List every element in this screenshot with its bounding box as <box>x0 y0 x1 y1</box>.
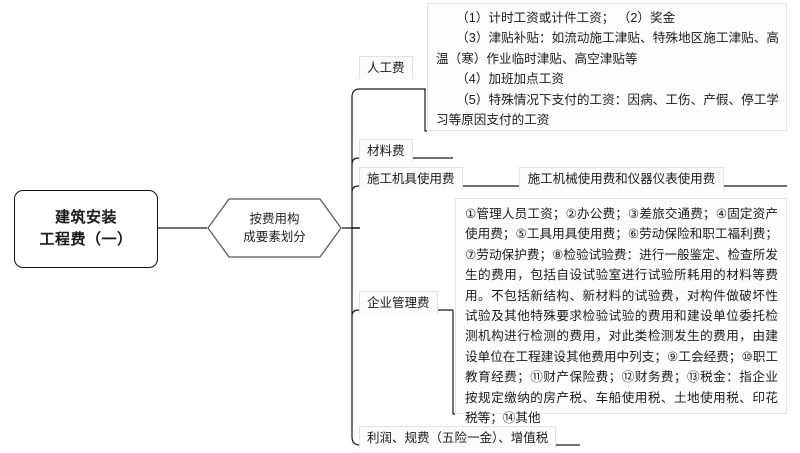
root-node-line1: 建筑安装 <box>54 208 117 226</box>
branch-label-management[interactable]: 企业管理费 <box>359 291 438 314</box>
content-box-labor: （1）计时工资或计件工资； （2）奖金 （3）津贴补贴：如流动施工津贴、特殊地区… <box>427 3 787 131</box>
labor-line-3: （4）加班加点工资 <box>456 72 564 87</box>
classifier-line1: 按费用构 <box>249 211 300 226</box>
branch-label-profit[interactable]: 利润、规费（五险一金）、增值税 <box>359 426 557 449</box>
management-content-text: ①管理人员工资；②办公费；③差旅交通费；④固定资产使用费；⑤工具用具使用费；⑥劳… <box>465 207 778 425</box>
labor-line-4: （5）特殊情况下支付的工资：因病、工伤、产假、停工学习等原因支付的工资 <box>436 92 779 127</box>
labor-line-2: （3）津贴补贴：如流动施工津贴、特殊地区施工津贴、高温（寒）作业临时津贴、高空津… <box>436 31 779 66</box>
root-node-line2: 工程费（一） <box>39 231 133 248</box>
branch-line-labor <box>360 88 426 90</box>
branch-label-machine[interactable]: 施工机具使用费 <box>359 167 463 190</box>
classifier-label: 按费用构 成要素划分 <box>207 198 342 258</box>
machine-content-text: 施工机械使用费和仪器仪表使用费 <box>518 167 725 191</box>
branch-label-labor[interactable]: 人工费 <box>359 56 413 79</box>
root-node[interactable]: 建筑安装 工程费（一） <box>14 190 158 268</box>
content-box-machine: 施工机械使用费和仪器仪表使用费 <box>455 167 787 192</box>
branch-label-material[interactable]: 材料费 <box>359 139 413 162</box>
classifier-node[interactable]: 按费用构 成要素划分 <box>207 198 342 258</box>
spine-lower <box>351 227 361 446</box>
classifier-line2: 成要素划分 <box>243 230 306 244</box>
content-box-management: ①管理人员工资；②办公费；③差旅交通费；④固定资产使用费；⑤工具用具使用费；⑥劳… <box>455 198 787 425</box>
hexagon-shape <box>207 198 342 258</box>
labor-line-1: （1）计时工资或计件工资； （2）奖金 <box>456 11 676 25</box>
